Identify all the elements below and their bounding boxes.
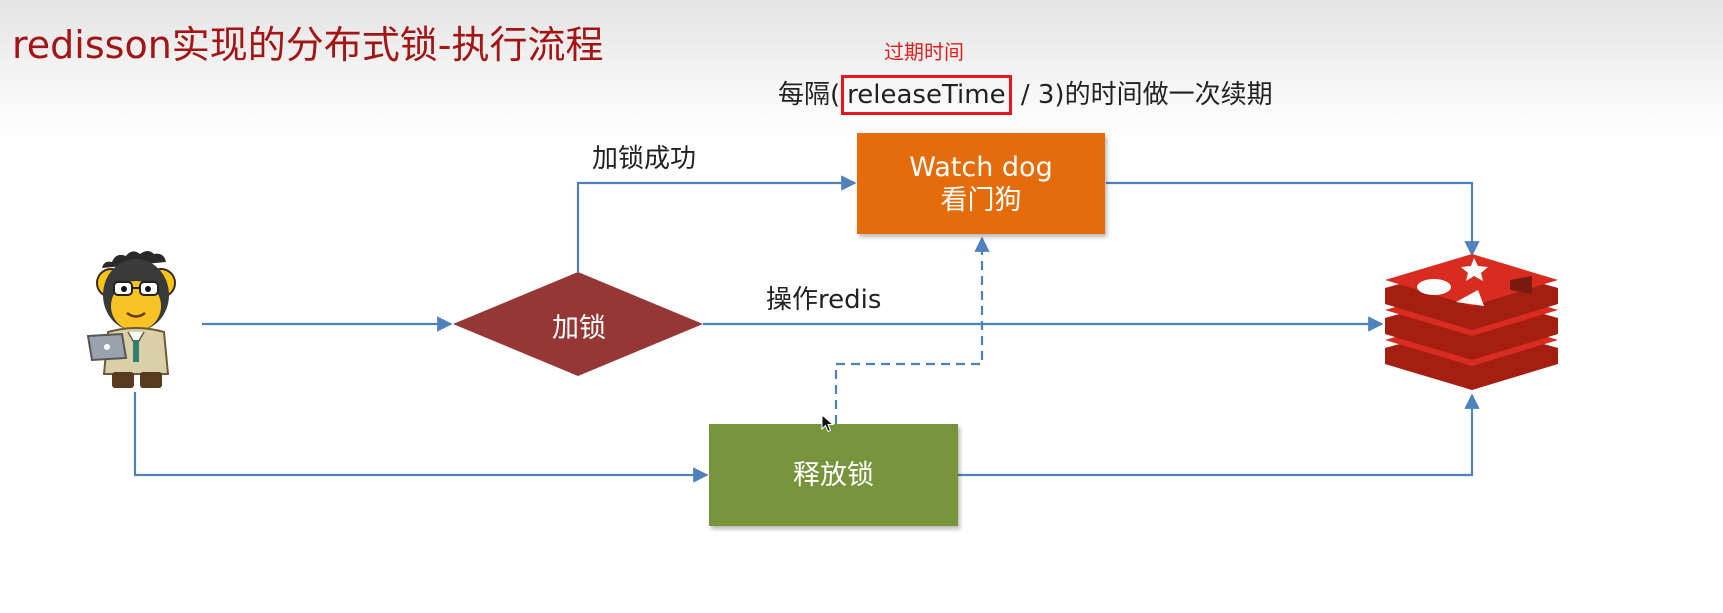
monkey-with-laptop-icon xyxy=(86,251,176,388)
renewal-prefix: 每隔( xyxy=(778,80,841,110)
redis-logo-icon xyxy=(1385,254,1558,390)
mouse-cursor-icon xyxy=(821,414,835,433)
lock-node-label: 加锁 xyxy=(552,313,606,344)
page-title: redisson实现的分布式锁-执行流程 xyxy=(12,23,604,67)
operate-redis-label: 操作redis xyxy=(766,285,882,315)
release-to-redis-arrow xyxy=(958,393,1480,477)
lock-success-arrow xyxy=(576,175,857,272)
watchdog-to-redis-arrow xyxy=(1106,181,1480,257)
release-lock-box: 释放锁 xyxy=(709,424,958,526)
lock-success-label: 加锁成功 xyxy=(592,144,697,174)
watchdog-label-en: Watch dog xyxy=(909,151,1053,183)
renewal-suffix: / 3)的时间做一次续期 xyxy=(1012,80,1273,110)
renewal-text: 每隔(releaseTime / 3)的时间做一次续期 xyxy=(778,74,1273,115)
watchdog-box: Watch dog 看门狗 xyxy=(857,133,1105,234)
release-to-watchdog-dashed-arrow xyxy=(834,236,990,424)
release-time-highlight: releaseTime xyxy=(841,75,1012,115)
expiry-time-note: 过期时间 xyxy=(884,40,964,64)
watchdog-label-zh: 看门狗 xyxy=(940,184,1022,216)
lock-diamond xyxy=(453,272,703,376)
release-lock-label: 释放锁 xyxy=(793,459,874,491)
client-to-release-arrow xyxy=(133,392,709,483)
